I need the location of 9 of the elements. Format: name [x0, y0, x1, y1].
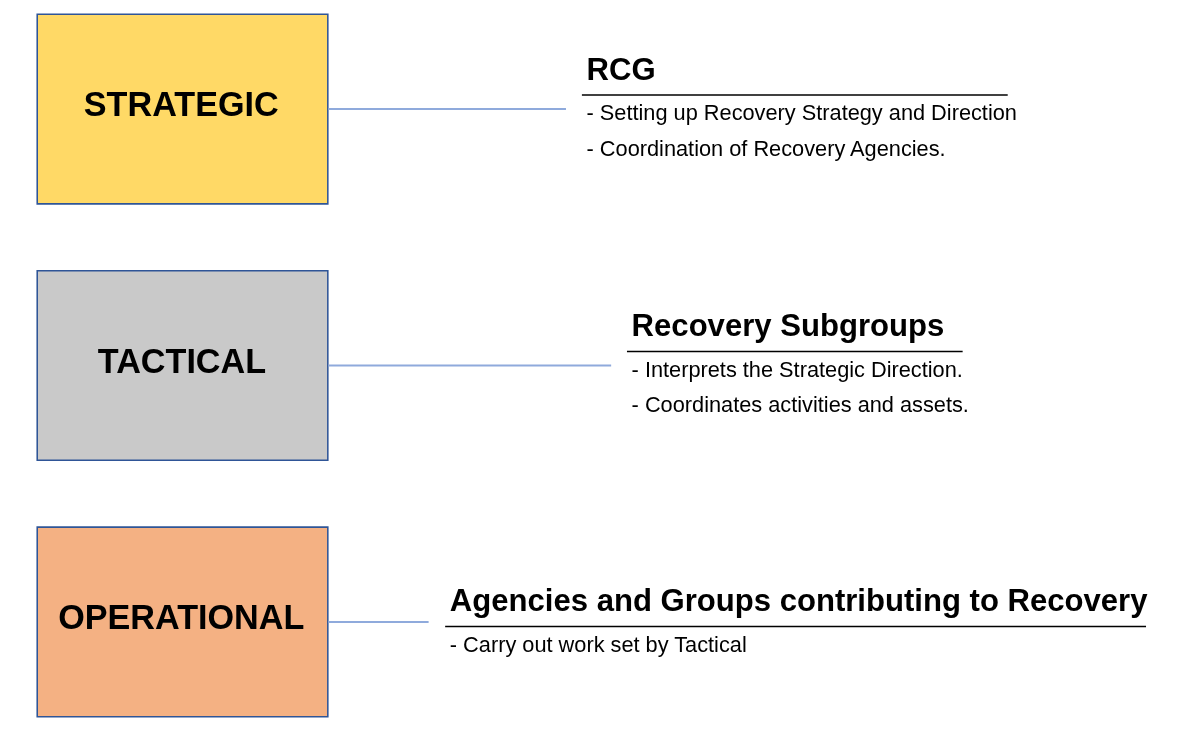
node-box: OPERATIONAL [36, 526, 329, 718]
node-text: Recovery Subgroups - Interprets the Strategic Direction. - Coordinates activities and assets. [631, 307, 969, 418]
connector [328, 364, 612, 367]
node-text: RCG - Setting up Recovery Strategy and Direction - Coordination of Recovery Agencies. [586, 51, 1017, 162]
node-text: Agencies and Groups contributing to Recovery - Carry out work set by Tactical [449, 583, 1148, 657]
node-box: STRATEGIC [36, 13, 329, 205]
connector [328, 620, 429, 623]
connector [328, 108, 566, 111]
node-box: TACTICAL [36, 269, 329, 462]
